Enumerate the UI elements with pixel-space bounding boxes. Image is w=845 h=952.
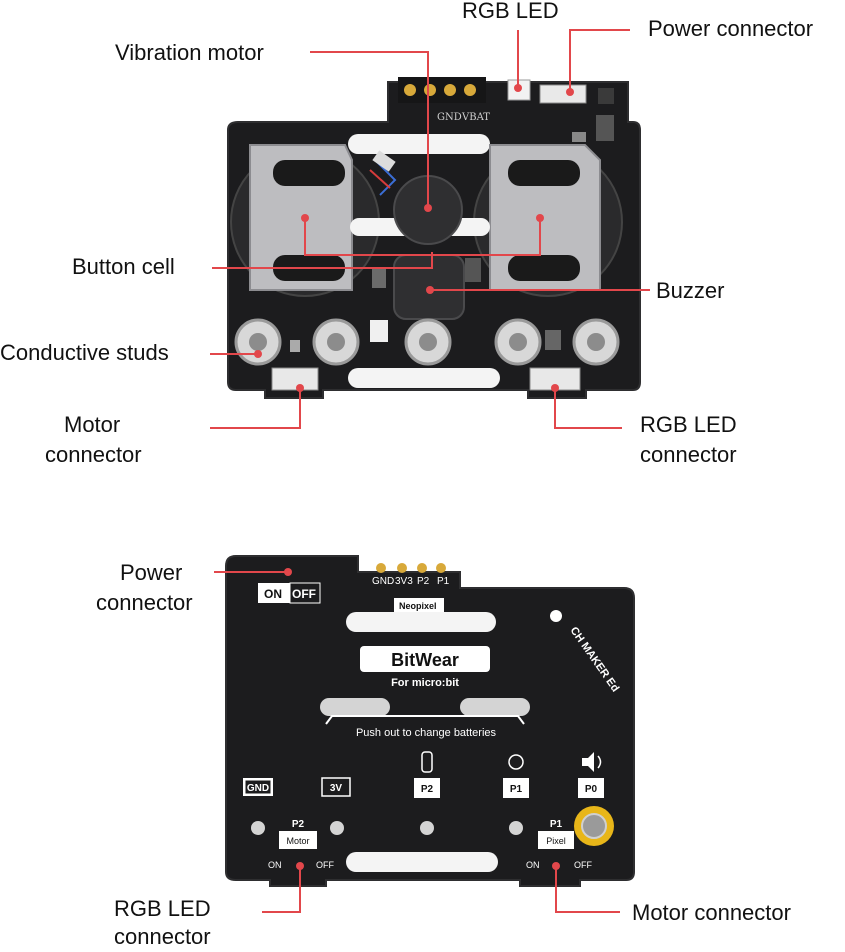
bottom-p1-label: P1 bbox=[550, 819, 563, 830]
top-silk-vbat: VBAT bbox=[461, 112, 490, 123]
bottom-switch-off: OFF bbox=[292, 587, 316, 601]
bottom-left-on: ON bbox=[268, 860, 282, 870]
label-buzzer: Buzzer bbox=[656, 278, 725, 303]
bottom-for-text: For micro:bit bbox=[391, 677, 459, 689]
label-motor-connector-line1: Motor bbox=[64, 412, 121, 437]
label-rgb-led-connector-line1: RGB LED bbox=[640, 412, 737, 437]
top-callouts bbox=[210, 29, 650, 429]
bottom-pin-p2: P2 bbox=[417, 576, 430, 587]
bottom-pcb bbox=[225, 555, 635, 887]
bottom-right-on: ON bbox=[526, 860, 540, 870]
speaker-icon bbox=[582, 752, 594, 772]
bottom-left-off: OFF bbox=[316, 860, 334, 870]
label-button-cell: Button cell bbox=[72, 254, 175, 279]
light-bulb-icon bbox=[508, 754, 524, 770]
top-header-pins bbox=[398, 77, 486, 103]
bottom-right-off: OFF bbox=[574, 860, 592, 870]
pad-p0: P0 bbox=[585, 784, 598, 795]
label-rgb-led-connector-line2: connector bbox=[640, 442, 737, 467]
label-bottom-motor-connector: Motor connector bbox=[632, 900, 791, 925]
top-battery-right bbox=[473, 144, 623, 297]
maker-logo-icon bbox=[550, 610, 562, 622]
label-bottom-power-line2: connector bbox=[96, 590, 193, 615]
pad-p1: P1 bbox=[510, 784, 523, 795]
label-vibration-motor: Vibration motor bbox=[115, 40, 264, 65]
bottom-pin-gnd: GND bbox=[372, 576, 394, 587]
label-power-connector: Power connector bbox=[648, 16, 814, 41]
bottom-p2-label: P2 bbox=[292, 819, 305, 830]
pad-3v: 3V bbox=[330, 783, 343, 794]
bottom-p1-sub: Pixel bbox=[546, 836, 566, 846]
top-motor-connector bbox=[271, 367, 319, 391]
bottom-p2-sub: Motor bbox=[286, 836, 309, 846]
bottom-brand: BitWear bbox=[391, 650, 459, 670]
top-power-connector bbox=[539, 84, 587, 104]
bottom-push-text: Push out to change batteries bbox=[356, 727, 497, 739]
bottom-callouts bbox=[214, 571, 620, 913]
motor-icon bbox=[421, 751, 433, 773]
label-bottom-power-line1: Power bbox=[120, 560, 183, 585]
bottom-header-pins: GND 3V3 P2 P1 bbox=[372, 563, 450, 587]
bottom-neopixel: Neopixel bbox=[399, 601, 437, 611]
pad-gnd: GND bbox=[247, 783, 269, 794]
top-silk-gnd: GND bbox=[437, 112, 462, 123]
label-bottom-rgb-line2: connector bbox=[114, 924, 211, 949]
label-conductive-studs: Conductive studs bbox=[0, 340, 169, 365]
pad-p2: P2 bbox=[421, 784, 434, 795]
label-bottom-rgb-line1: RGB LED bbox=[114, 896, 211, 921]
bottom-switch-on: ON bbox=[264, 587, 282, 601]
label-motor-connector-line2: connector bbox=[45, 442, 142, 467]
label-rgb-led: RGB LED bbox=[462, 0, 559, 23]
bottom-pin-p1: P1 bbox=[437, 576, 450, 587]
bottom-pin-3v3: 3V3 bbox=[395, 576, 413, 587]
